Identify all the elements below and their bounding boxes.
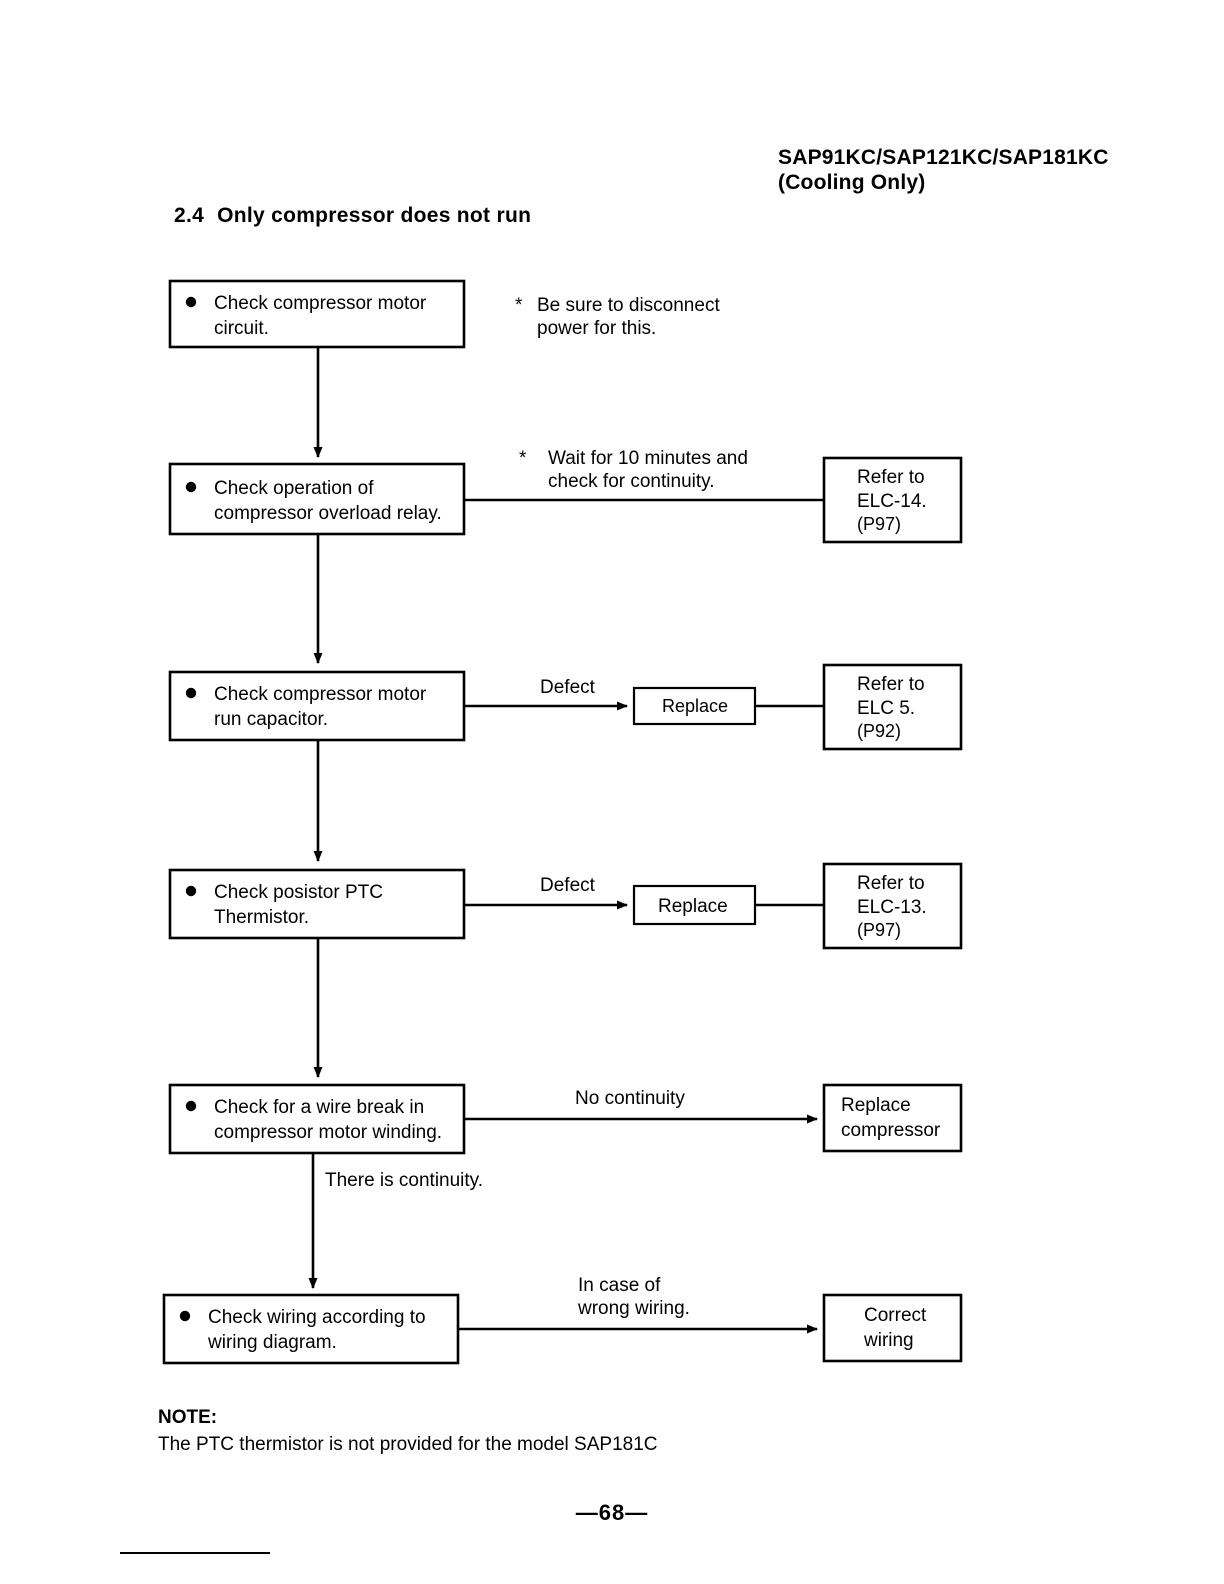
- reference-box-ref-elc-13: [822, 862, 963, 950]
- step-5-line-2: compressor motor winding.: [214, 1122, 442, 1143]
- page-number: —68—: [575, 1500, 649, 1525]
- step-1-line-1: Check compressor motor: [214, 293, 427, 314]
- step-6-line-2: wiring diagram.: [207, 1332, 337, 1353]
- edge-label-defect-capacitor: Defect: [540, 677, 596, 698]
- ref-elc-13-line-2: ELC-13.: [857, 897, 927, 918]
- step-box-check-run-capacitor: [168, 670, 466, 742]
- section-number: 2.4: [174, 204, 205, 227]
- replace-posistor-label: Replace: [658, 896, 728, 917]
- bullet-icon: [185, 296, 197, 308]
- bullet-icon: [185, 885, 197, 897]
- bullet-icon: [185, 481, 197, 493]
- edge-label-there-is-continuity: There is continuity.: [325, 1170, 483, 1191]
- step-2-line-1: Check operation of: [214, 478, 374, 499]
- model-numbers: SAP91KC/SAP121KC/SAP181KC: [778, 146, 1109, 169]
- replace-capacitor-label: Replace: [662, 696, 728, 716]
- step-box-check-compressor-motor-circuit: [168, 279, 466, 349]
- note-disconnect-line-2: power for this.: [537, 318, 656, 339]
- ref-elc-13-line-3: (P97): [857, 920, 901, 940]
- correct-wiring-line-2: wiring: [863, 1330, 914, 1351]
- step-3-line-1: Check compressor motor: [214, 684, 427, 705]
- action-box-replace-capacitor: [632, 686, 757, 726]
- note-marker-wait: *: [519, 448, 527, 469]
- step-1-line-2: circuit.: [214, 318, 269, 339]
- correct-wiring-line-1: Correct: [864, 1305, 927, 1326]
- replace-compressor-line-2: compressor: [841, 1120, 941, 1141]
- document-header: SAP91KC/SAP121KC/SAP181KC (Cooling Only): [778, 145, 1109, 195]
- edge-label-wrong-wiring-line-2: wrong wiring.: [577, 1298, 690, 1319]
- replace-compressor-line-1: Replace: [841, 1095, 911, 1116]
- step-3-line-2: run capacitor.: [214, 709, 328, 730]
- ref-elc-5-line-2: ELC 5.: [857, 698, 915, 719]
- edge-label-no-continuity: No continuity: [575, 1088, 685, 1109]
- section-title-text: Only compressor does not run: [217, 204, 532, 227]
- ref-elc-5-line-3: (P92): [857, 721, 901, 741]
- note-text: The PTC thermistor is not provided for t…: [158, 1434, 658, 1455]
- ref-elc-14-line-2: ELC-14.: [857, 491, 927, 512]
- reference-box-ref-elc-14: [822, 456, 963, 544]
- step-box-check-posistor-ptc: [168, 868, 466, 940]
- ref-elc-5-line-1: Refer to: [857, 674, 925, 695]
- note-section: NOTE: The PTC thermistor is not provided…: [158, 1404, 658, 1458]
- ref-elc-14-line-1: Refer to: [857, 467, 925, 488]
- note-wait-line-1: Wait for 10 minutes and: [548, 448, 748, 469]
- margin-rule: [120, 1552, 270, 1554]
- note-label: NOTE:: [158, 1407, 218, 1428]
- cooling-only-subtitle: (Cooling Only): [778, 171, 926, 194]
- step-4-line-1: Check posistor PTC: [214, 882, 383, 903]
- bullet-icon: [179, 1310, 191, 1322]
- edge-label-defect-posistor: Defect: [540, 875, 596, 896]
- edge-label-wrong-wiring-line-1: In case of: [578, 1275, 661, 1296]
- note-marker-disconnect: *: [515, 295, 523, 316]
- ref-elc-13-line-1: Refer to: [857, 873, 925, 894]
- bullet-icon: [185, 687, 197, 699]
- step-5-line-1: Check for a wire break in: [214, 1097, 424, 1118]
- step-2-line-2: compressor overload relay.: [214, 503, 442, 524]
- step-4-line-2: Thermistor.: [214, 907, 309, 928]
- section-heading: 2.4 Only compressor does not run: [174, 204, 531, 228]
- bullet-icon: [185, 1100, 197, 1112]
- action-box-correct-wiring: [822, 1293, 963, 1363]
- troubleshooting-flowchart: Check compressor motor circuit. * Be sur…: [162, 279, 963, 1365]
- note-wait-line-2: check for continuity.: [548, 471, 715, 492]
- note-disconnect-line-1: Be sure to disconnect: [537, 295, 720, 316]
- reference-box-ref-elc-5: [822, 663, 963, 751]
- step-6-line-1: Check wiring according to: [208, 1307, 426, 1328]
- action-box-replace-compressor: [822, 1083, 963, 1153]
- ref-elc-14-line-3: (P97): [857, 514, 901, 534]
- step-box-check-overload-relay: [168, 462, 466, 536]
